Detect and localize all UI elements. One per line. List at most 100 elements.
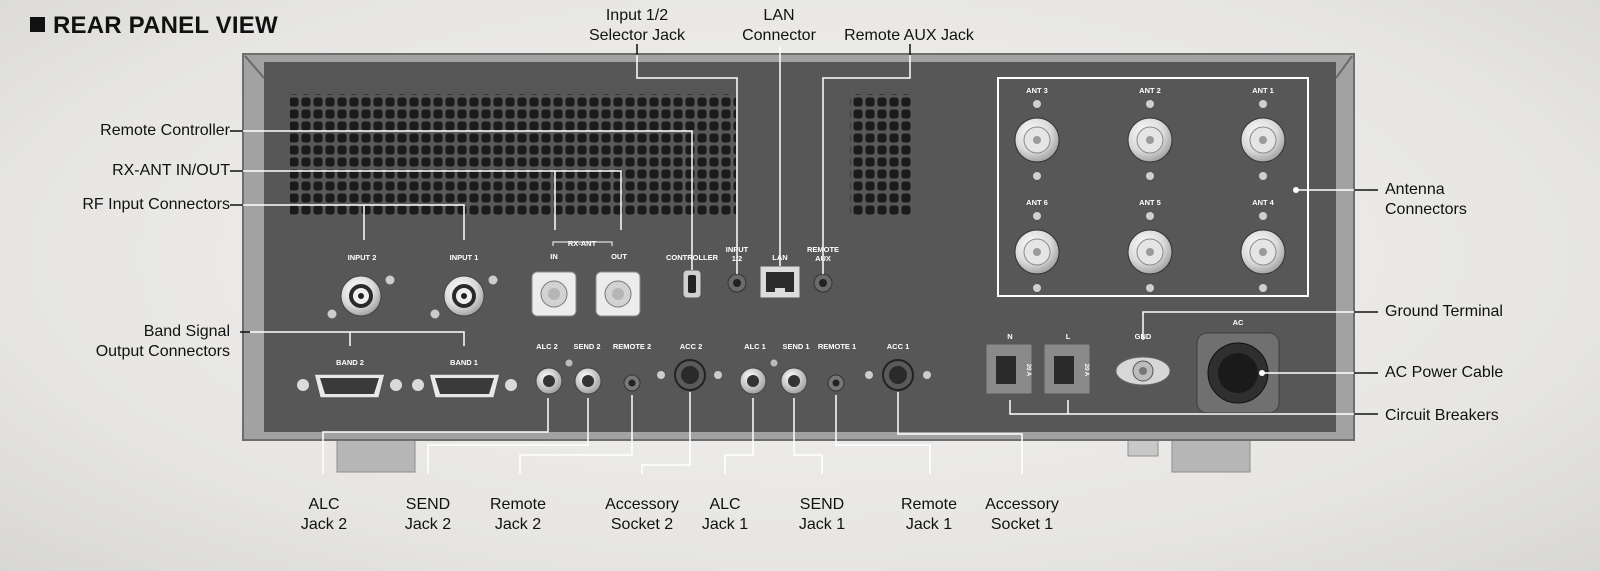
panel-label-lan: LAN bbox=[772, 253, 787, 262]
callout-remote-1: Remote Jack 1 bbox=[901, 495, 957, 535]
panel-label-rx-ant: RX-ANT bbox=[568, 239, 597, 248]
breaker-n bbox=[985, 343, 1033, 395]
callout-lan: LAN Connector bbox=[742, 6, 816, 46]
breaker-l bbox=[1043, 343, 1091, 395]
ant1-connector bbox=[1240, 100, 1286, 180]
input1-connector bbox=[430, 275, 498, 319]
ant2-connector bbox=[1127, 100, 1173, 180]
rx-ant-out-connector bbox=[595, 271, 641, 317]
callout-send-1-text: SEND Jack 1 bbox=[798, 496, 846, 533]
panel-label-acc1: ACC 1 bbox=[887, 342, 910, 351]
panel-label-ant6: ANT 6 bbox=[1026, 198, 1048, 207]
send1-jack bbox=[780, 367, 808, 395]
callout-band-signal-text: Band Signal Output Connectors bbox=[95, 323, 230, 360]
callout-band-signal: Band Signal Output Connectors bbox=[40, 322, 230, 362]
ant6-connector bbox=[1014, 212, 1060, 292]
callout-ac-power: AC Power Cable bbox=[1385, 363, 1503, 383]
callout-input-selector: Input 1/2 Selector Jack bbox=[589, 6, 685, 46]
callout-ground-text: Ground Terminal bbox=[1385, 303, 1503, 320]
callout-rf-input: RF Input Connectors bbox=[40, 195, 230, 215]
callout-remote-1-text: Remote Jack 1 bbox=[900, 496, 958, 533]
antenna-connector-grid bbox=[1014, 100, 1286, 292]
callout-antenna: Antenna Connectors bbox=[1385, 180, 1467, 220]
ac-power-cable bbox=[1196, 332, 1280, 414]
callout-send-1: SEND Jack 1 bbox=[799, 495, 845, 535]
callout-ac-power-text: AC Power Cable bbox=[1385, 364, 1504, 381]
acc1-socket bbox=[865, 359, 931, 391]
panel-label-remote-aux: REMOTE bbox=[807, 245, 839, 254]
panel-label-controller: CONTROLLER bbox=[666, 253, 719, 262]
band2-connector bbox=[297, 373, 402, 399]
panel-label-ant5: ANT 5 bbox=[1139, 198, 1161, 207]
ant3-connector bbox=[1014, 100, 1060, 180]
input-selector-jack bbox=[727, 273, 747, 293]
callout-alc-1-text: ALC Jack 1 bbox=[701, 496, 749, 533]
callout-remote-controller: Remote Controller bbox=[40, 121, 230, 141]
controller-port bbox=[682, 269, 702, 299]
send2-jack bbox=[574, 367, 602, 395]
panel-label-gnd: GND bbox=[1135, 332, 1152, 341]
panel-label-alc1: ALC 1 bbox=[744, 342, 766, 351]
antenna-box bbox=[997, 77, 1309, 297]
input2-connector bbox=[327, 275, 395, 319]
callout-rx-ant: RX-ANT IN/OUT bbox=[40, 161, 230, 181]
callout-remote-aux-text: Remote AUX Jack bbox=[844, 27, 974, 44]
panel-label-remote2: REMOTE 2 bbox=[613, 342, 651, 351]
callout-rx-ant-text: RX-ANT IN/OUT bbox=[112, 162, 230, 179]
panel-label-ant3: ANT 3 bbox=[1026, 86, 1048, 95]
vent-grille-small bbox=[850, 94, 912, 216]
ant5-connector bbox=[1127, 212, 1173, 292]
foot-left bbox=[336, 437, 416, 473]
callout-rf-input-text: RF Input Connectors bbox=[82, 196, 230, 213]
foot-right bbox=[1171, 437, 1251, 473]
leader-lines-outside bbox=[230, 44, 1378, 415]
panel-label-input12: INPUT bbox=[726, 245, 749, 254]
callout-ground: Ground Terminal bbox=[1385, 302, 1503, 322]
callout-alc-1: ALC Jack 1 bbox=[702, 495, 748, 535]
callout-send-2: SEND Jack 2 bbox=[405, 495, 451, 535]
callout-remote-aux: Remote AUX Jack bbox=[844, 26, 974, 46]
panel-label-send2: SEND 2 bbox=[573, 342, 600, 351]
panel-label-remote1: REMOTE 1 bbox=[818, 342, 856, 351]
alc2-jack bbox=[535, 367, 563, 395]
callout-lan-text: LAN Connector bbox=[742, 7, 816, 44]
callout-input-selector-text: Input 1/2 Selector Jack bbox=[588, 7, 686, 44]
panel-label-remote-aux: AUX bbox=[815, 254, 831, 263]
ground-terminal bbox=[1115, 356, 1171, 386]
callout-send-2-text: SEND Jack 2 bbox=[404, 496, 452, 533]
panel-label-rx-out: OUT bbox=[611, 252, 627, 261]
callout-breakers-text: Circuit Breakers bbox=[1385, 407, 1499, 424]
panel-label-band2: BAND 2 bbox=[336, 358, 364, 367]
panel-label-band1: BAND 1 bbox=[450, 358, 478, 367]
alc1-jack bbox=[739, 367, 767, 395]
panel-label-alc2: ALC 2 bbox=[536, 342, 558, 351]
page-title: REAR PANEL VIEW bbox=[30, 12, 278, 40]
breaker-rating-2: 20 A bbox=[1083, 364, 1089, 377]
panel-label-input1: INPUT 1 bbox=[450, 253, 479, 262]
rx-ant-in-connector bbox=[531, 271, 577, 317]
panel-label-ant1: ANT 1 bbox=[1252, 86, 1274, 95]
callout-alc-2: ALC Jack 2 bbox=[301, 495, 347, 535]
callout-remote-2: Remote Jack 2 bbox=[490, 495, 546, 535]
leader-dots bbox=[1259, 187, 1299, 376]
remote1-jack bbox=[827, 374, 845, 392]
callout-accessory-2: Accessory Socket 2 bbox=[605, 495, 679, 535]
callout-accessory-1: Accessory Socket 1 bbox=[985, 495, 1059, 535]
band1-connector bbox=[412, 373, 517, 399]
panel-label-input2: INPUT 2 bbox=[348, 253, 377, 262]
panel-label-acc2: ACC 2 bbox=[680, 342, 703, 351]
ant4-connector bbox=[1240, 212, 1286, 292]
leader-lines bbox=[238, 47, 1370, 474]
vent-grille-main bbox=[290, 94, 736, 216]
panel-label-n: N bbox=[1007, 332, 1012, 341]
callout-remote-controller-text: Remote Controller bbox=[100, 122, 230, 139]
panel-label-ant2: ANT 2 bbox=[1139, 86, 1161, 95]
square-bullet-icon bbox=[30, 17, 45, 32]
breaker-rating-1: 20 A bbox=[1025, 364, 1031, 377]
panel-label-l: L bbox=[1066, 332, 1071, 341]
remote2-jack bbox=[623, 374, 641, 392]
callout-alc-2-text: ALC Jack 2 bbox=[300, 496, 348, 533]
lan-port bbox=[759, 265, 801, 299]
panel-label-send1: SEND 1 bbox=[782, 342, 809, 351]
panel-label-rx-in: IN bbox=[550, 252, 558, 261]
